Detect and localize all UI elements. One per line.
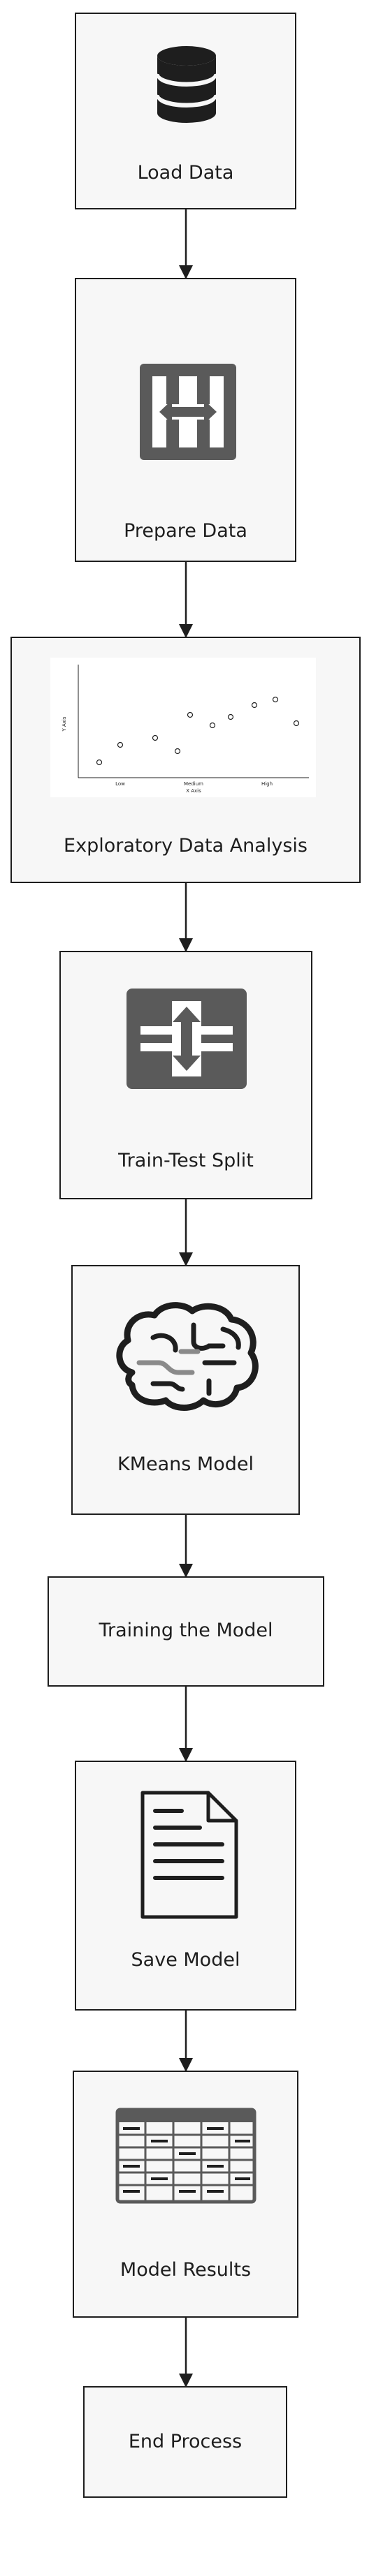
step-model-results[interactable]: Model Results	[73, 2071, 298, 2318]
document-icon	[140, 1791, 238, 1919]
step-label: Prepare Data	[124, 520, 247, 542]
split-icon	[127, 989, 247, 1089]
step-load-data[interactable]: Load Data	[75, 13, 296, 209]
step-save-model[interactable]: Save Model	[75, 1761, 296, 2011]
step-prepare-data[interactable]: Prepare Data	[75, 278, 296, 562]
brain-icon	[116, 1302, 259, 1411]
step-label: Save Model	[131, 1949, 240, 1971]
x-tick-low: Low	[115, 781, 125, 787]
step-label: KMeans Model	[117, 1453, 254, 1475]
step-label: Model Results	[120, 2259, 252, 2281]
y-axis-label: Y Axis	[62, 716, 67, 732]
transform-icon	[140, 364, 236, 460]
x-axis-label: X Axis	[186, 788, 201, 794]
scatter-plot-icon: Low Medium High X Axis Y Axis	[50, 658, 316, 797]
x-tick-high: High	[261, 781, 273, 787]
step-exploratory-data-analysis[interactable]: Low Medium High X Axis Y Axis Explorator…	[10, 637, 361, 883]
step-label: End Process	[128, 2431, 243, 2452]
step-label: Train-Test Split	[118, 1150, 254, 1171]
x-tick-medium: Medium	[184, 781, 203, 787]
table-icon	[115, 2108, 256, 2204]
step-label: Training the Model	[99, 1620, 273, 1641]
step-end-process[interactable]: End Process	[83, 2386, 287, 2498]
step-kmeans-model[interactable]: KMeans Model	[71, 1265, 300, 1515]
step-label: Exploratory Data Analysis	[64, 835, 308, 857]
step-training-the-model[interactable]: Training the Model	[48, 1576, 324, 1687]
step-label: Load Data	[137, 162, 234, 184]
database-icon	[155, 46, 218, 123]
step-train-test-split[interactable]: Train-Test Split	[59, 951, 312, 1199]
